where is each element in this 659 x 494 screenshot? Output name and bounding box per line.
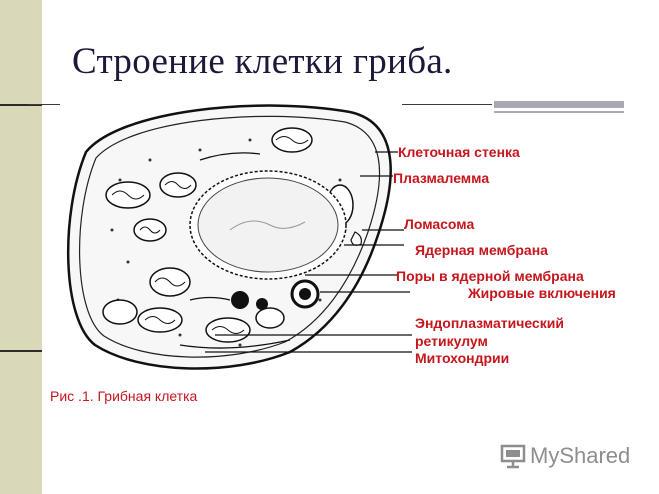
label-mitochondria: Митохондрии [415, 350, 510, 366]
label-nuclear-pores: Поры в ядерной мембрана [396, 268, 584, 284]
label-nuclear-membrane: Ядерная мембрана [415, 242, 548, 258]
label-fat-inclusions: Жировые включения [468, 285, 616, 301]
figure-caption: Рис .1. Грибная клетка [50, 388, 198, 404]
watermark: MyShared [500, 443, 630, 469]
watermark-brand: MyShared [530, 443, 631, 468]
fat-inclusions-group [231, 279, 320, 310]
label-er-line1: Эндоплазматический [415, 315, 564, 331]
divider-gray-bar-thin [494, 111, 624, 113]
presentation-screen-icon [500, 444, 526, 469]
label-er-line2: ретикулум [415, 333, 488, 349]
nucleus-inner-membrane [197, 177, 339, 273]
mitochondria-group [102, 127, 354, 343]
plasmalemma-outline [78, 115, 381, 358]
left-decorative-band [0, 0, 42, 494]
mitochondria-cristae [111, 136, 309, 334]
divider-right [402, 104, 492, 105]
label-lomasome: Ломасома [404, 216, 475, 232]
label-leader-lines [205, 151, 412, 353]
lomasome [350, 231, 362, 246]
divider-left [28, 104, 68, 105]
endoplasmic-reticulum [179, 152, 291, 349]
band-tick-top [0, 104, 42, 106]
label-plasmalemma: Плазмалемма [393, 170, 490, 186]
slide-title: Строение клетки гриба. [72, 41, 453, 82]
band-tick-bottom [0, 350, 42, 352]
label-cell-wall: Клеточная стенка [398, 144, 520, 160]
nucleus-chromatin [229, 220, 306, 231]
divider-gray-bar [494, 101, 624, 108]
